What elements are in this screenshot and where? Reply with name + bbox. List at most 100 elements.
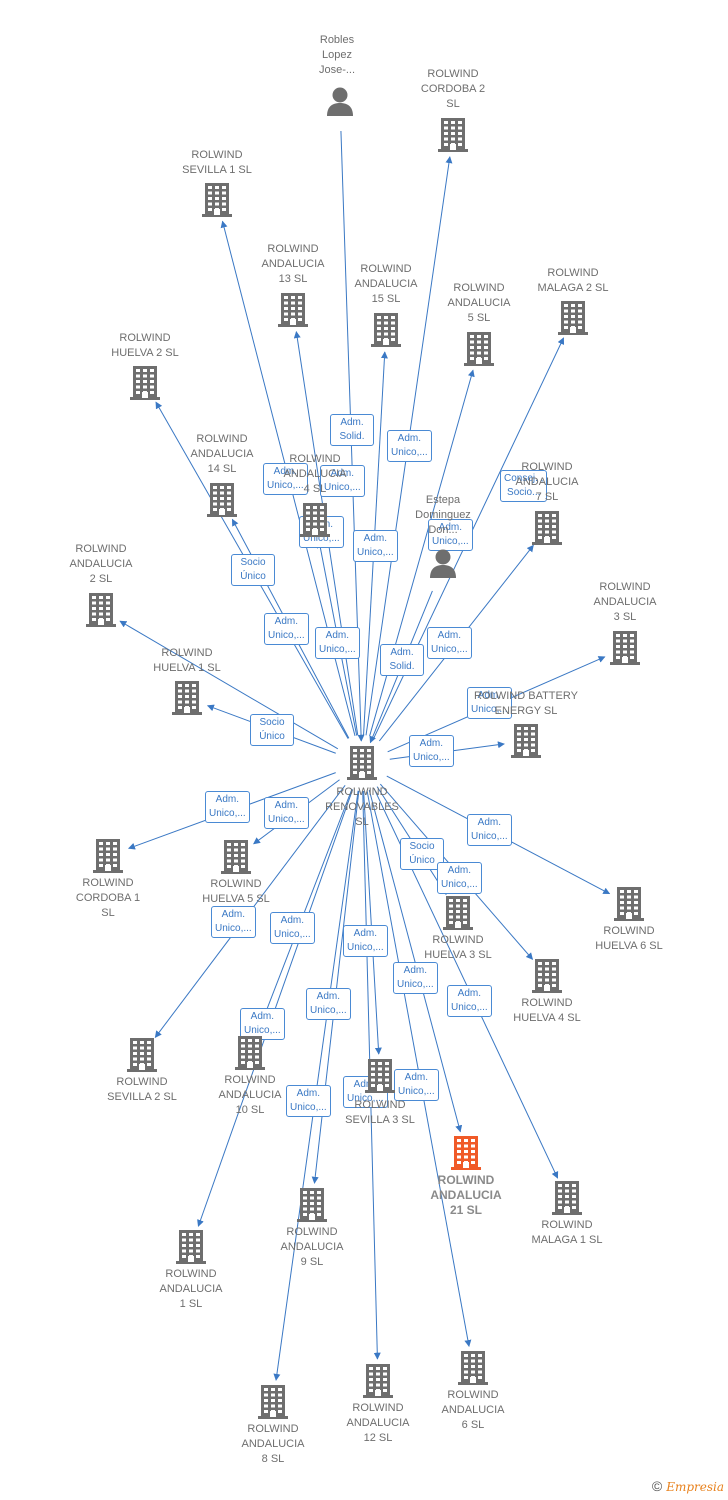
node-label-huelva1[interactable]: ROLWIND HUELVA 1 SL <box>153 647 221 674</box>
building-icon-and10[interactable] <box>235 1036 265 1075</box>
node-label-battery[interactable]: ROLWIND BATTERY ENERGY SL <box>474 690 578 717</box>
node-label-sevilla3[interactable]: ROLWIND SEVILLA 3 SL <box>345 1099 415 1126</box>
building-icon-and2[interactable] <box>86 593 116 632</box>
edge-label-malaga1[interactable]: Adm. Unico,... <box>447 985 492 1017</box>
building-icon-and15[interactable] <box>371 313 401 352</box>
building-icon-malaga1[interactable] <box>552 1181 582 1220</box>
building-icon-and1[interactable] <box>176 1230 206 1269</box>
building-icon-center[interactable] <box>347 746 377 785</box>
node-label-malaga1[interactable]: ROLWIND MALAGA 1 SL <box>531 1219 603 1246</box>
building-icon-and12[interactable] <box>363 1364 393 1403</box>
node-label-center[interactable]: ROLWIND RENOVABLES SL <box>325 786 399 828</box>
brand-name[interactable]: Empresia <box>666 1480 724 1494</box>
edge-label-and21[interactable]: Adm. Unico,... <box>393 962 438 994</box>
person-icon-estepa[interactable] <box>428 548 458 585</box>
node-label-and12[interactable]: ROLWIND ANDALUCIA 12 SL <box>346 1402 410 1444</box>
edge-center-and6 <box>366 790 472 1348</box>
edge-center-and9 <box>311 790 360 1184</box>
building-icon-and8[interactable] <box>258 1385 288 1424</box>
node-label-and9[interactable]: ROLWIND ANDALUCIA 9 SL <box>280 1226 344 1268</box>
edge-label-and15[interactable]: Adm. Unico,... <box>353 530 398 562</box>
node-label-and21[interactable]: ROLWIND ANDALUCIA 21 SL <box>430 1173 502 1217</box>
node-label-and6[interactable]: ROLWIND ANDALUCIA 6 SL <box>441 1389 505 1431</box>
building-icon-sevilla3[interactable] <box>365 1059 395 1098</box>
person-icon-robles[interactable] <box>325 86 355 123</box>
building-icon-cordoba1[interactable] <box>93 839 123 878</box>
edge-label-and3[interactable]: Adm. Unico,... <box>467 687 512 719</box>
node-label-estepa[interactable]: Estepa Dominguez Don... <box>415 494 471 536</box>
edge-label-huelva6[interactable]: Adm. Unico,... <box>467 814 512 846</box>
building-icon-and6[interactable] <box>458 1351 488 1390</box>
edge-label-sevilla1[interactable]: Adm. Unico,... <box>263 463 308 495</box>
node-label-cordoba2[interactable]: ROLWIND CORDOBA 2 SL <box>420 68 486 110</box>
node-label-malaga2[interactable]: ROLWIND MALAGA 2 SL <box>537 267 609 294</box>
node-label-sevilla1[interactable]: ROLWIND SEVILLA 1 SL <box>182 149 252 176</box>
copyright-symbol: © <box>651 1478 663 1494</box>
building-icon-huelva6[interactable] <box>614 887 644 926</box>
edge-label-malaga2[interactable]: Consej. , Socio... <box>500 470 548 502</box>
building-icon-and3[interactable] <box>610 631 640 670</box>
node-label-huelva6[interactable]: ROLWIND HUELVA 6 SL <box>595 925 663 952</box>
node-label-huelva3[interactable]: ROLWIND HUELVA 3 SL <box>424 934 492 961</box>
edge-label-and14[interactable]: Socio Único <box>231 554 275 586</box>
edge-label-and7[interactable]: Adm. Unico,... <box>427 627 472 659</box>
building-icon-and21[interactable] <box>451 1136 481 1175</box>
node-label-and1[interactable]: ROLWIND ANDALUCIA 1 SL <box>159 1268 223 1310</box>
building-icon-malaga2[interactable] <box>558 301 588 340</box>
node-label-and8[interactable]: ROLWIND ANDALUCIA 8 SL <box>241 1423 305 1465</box>
building-icon-battery[interactable] <box>511 724 541 763</box>
node-label-and4[interactable]: ROLWIND ANDALUCIA 4 SL <box>283 453 347 495</box>
building-icon-huelva5[interactable] <box>221 840 251 879</box>
edge-label-battery[interactable]: Adm. Unico,... <box>409 735 454 767</box>
edge-center-and2 <box>119 620 339 750</box>
edge-label-and13[interactable]: Adm. Unico,... <box>320 465 365 497</box>
building-icon-and13[interactable] <box>278 293 308 332</box>
building-icon-huelva2[interactable] <box>130 366 160 405</box>
node-label-and13[interactable]: ROLWIND ANDALUCIA 13 SL <box>261 243 325 285</box>
node-label-cordoba1[interactable]: ROLWIND CORDOBA 1 SL <box>75 877 141 919</box>
building-icon-and5[interactable] <box>464 332 494 371</box>
building-icon-and4[interactable] <box>300 503 330 542</box>
footer-brand: ©Empresia <box>652 1478 724 1494</box>
edge-label-and2[interactable]: Adm. Unico,... <box>264 613 309 645</box>
node-label-and3[interactable]: ROLWIND ANDALUCIA 3 SL <box>593 581 657 623</box>
building-icon-cordoba2[interactable] <box>438 118 468 157</box>
building-icon-huelva4[interactable] <box>532 959 562 998</box>
edge-label-and4[interactable]: Adm. Unico,... <box>315 627 360 659</box>
edge-label-and6[interactable]: Adm. Unico,... <box>394 1069 439 1101</box>
building-icon-and9[interactable] <box>297 1188 327 1227</box>
edge-label-robles[interactable]: Adm. Solid. <box>330 414 374 446</box>
building-icon-and7[interactable] <box>532 511 562 550</box>
building-icon-sevilla2[interactable] <box>127 1038 157 1077</box>
node-label-huelva4[interactable]: ROLWIND HUELVA 4 SL <box>513 997 581 1024</box>
node-label-huelva2[interactable]: ROLWIND HUELVA 2 SL <box>111 332 179 359</box>
edge-label-huelva5[interactable]: Adm. Unico,... <box>264 797 309 829</box>
edge-label-and9[interactable]: Adm. Unico,... <box>270 912 315 944</box>
edge-label-sevilla3[interactable]: Adm. Unico,... <box>343 925 388 957</box>
edge-label-and10[interactable]: Adm. Unico,... <box>306 988 351 1020</box>
edge-label-and5[interactable]: Adm. Unico,... <box>428 519 473 551</box>
building-icon-huelva1[interactable] <box>172 681 202 720</box>
edge-label-cordoba1[interactable]: Adm. Unico,... <box>205 791 250 823</box>
building-icon-and14[interactable] <box>207 483 237 522</box>
edge-label-cordoba2[interactable]: Adm. Unico,... <box>387 430 432 462</box>
node-label-huelva5[interactable]: ROLWIND HUELVA 5 SL <box>202 878 270 905</box>
node-label-robles[interactable]: Robles Lopez Jose-... <box>318 34 356 76</box>
edge-label-huelva4[interactable]: Adm. Unico,... <box>437 862 482 894</box>
node-label-sevilla2[interactable]: ROLWIND SEVILLA 2 SL <box>107 1076 177 1103</box>
edge-label-sevilla2[interactable]: Adm. Unico,... <box>211 906 256 938</box>
node-label-and10[interactable]: ROLWIND ANDALUCIA 10 SL <box>218 1074 282 1116</box>
building-icon-sevilla1[interactable] <box>202 183 232 222</box>
edge-label-huelva1[interactable]: Socio Único <box>250 714 294 746</box>
node-label-and2[interactable]: ROLWIND ANDALUCIA 2 SL <box>69 543 133 585</box>
edge-label-huelva3[interactable]: Socio Único <box>400 838 444 870</box>
building-icon-huelva3[interactable] <box>443 896 473 935</box>
node-label-and7[interactable]: ROLWIND ANDALUCIA 7 SL <box>515 461 579 503</box>
edge-label-estepa[interactable]: Adm. Solid. <box>380 644 424 676</box>
edge-center-sevilla3 <box>363 790 382 1055</box>
node-label-and5[interactable]: ROLWIND ANDALUCIA 5 SL <box>447 282 511 324</box>
edge-label-and8[interactable]: Adm. Unico,... <box>286 1085 331 1117</box>
edge-label-and1[interactable]: Adm. Unico,... <box>240 1008 285 1040</box>
node-label-and14[interactable]: ROLWIND ANDALUCIA 14 SL <box>190 433 254 475</box>
node-label-and15[interactable]: ROLWIND ANDALUCIA 15 SL <box>354 263 418 305</box>
